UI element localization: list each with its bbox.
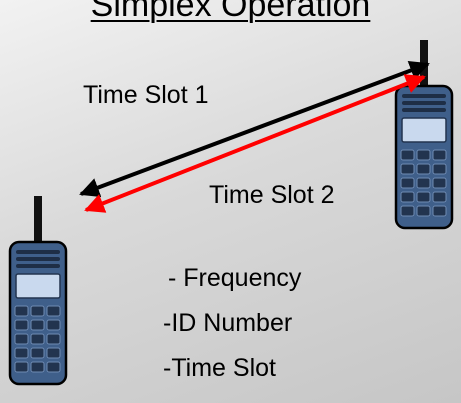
time-slot-2-label: Time Slot 2 xyxy=(209,181,335,209)
radio-b-icon xyxy=(394,38,454,230)
time-slot-1-label: Time Slot 1 xyxy=(83,81,209,109)
diagram-title: Simplex Operation xyxy=(90,0,371,24)
note-id-number: -ID Number xyxy=(163,309,293,337)
note-frequency: - Frequency xyxy=(168,264,302,292)
radio-a-icon xyxy=(8,194,68,386)
note-time-slot: -Time Slot xyxy=(163,354,276,382)
time-slot-2-arrow xyxy=(84,74,426,213)
